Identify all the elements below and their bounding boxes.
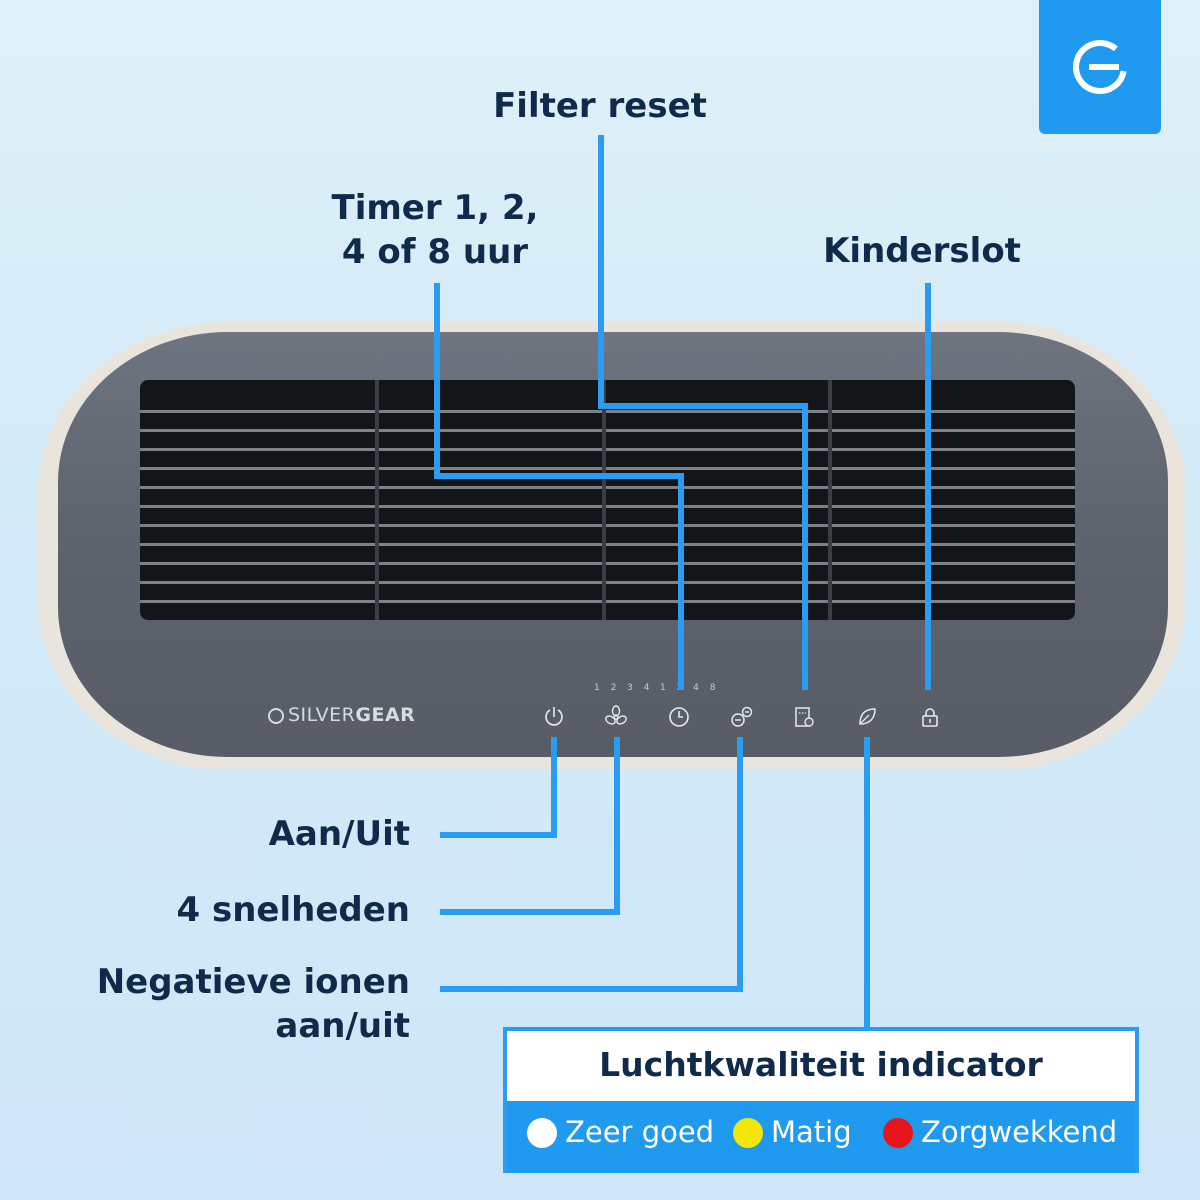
grille-slat: [140, 448, 1075, 451]
aq-level-zorgwekkend: Zorgwekkend: [883, 1115, 1117, 1149]
grille-slat: [140, 543, 1075, 546]
callout-line-snelheden: [440, 909, 620, 915]
callout-line-snelheden: [614, 737, 620, 915]
aq-level-label: Zeer goed: [565, 1115, 715, 1149]
label-snelheden: 4 snelheden: [176, 890, 410, 930]
leaf-icon: [859, 708, 876, 725]
callout-line-ionen: [440, 986, 743, 992]
filter-reset-icon[interactable]: [792, 705, 816, 729]
brand-logo: SILVERGEAR: [268, 704, 415, 726]
brand-logo-icon: [1073, 40, 1127, 94]
air-grille: [140, 380, 1075, 620]
callout-line-luchtkwaliteit: [864, 737, 870, 1029]
label-timer-line1: Timer 1, 2,: [331, 188, 539, 228]
lock-icon[interactable]: [918, 705, 942, 729]
aq-level-label: Zorgwekkend: [921, 1115, 1118, 1149]
grille-rib: [828, 380, 832, 620]
callout-line-timer: [434, 283, 440, 479]
yellow-dot-icon: [733, 1118, 763, 1148]
callout-line-filter-reset: [802, 403, 808, 690]
power-icon[interactable]: [542, 705, 566, 729]
red-dot-icon: [883, 1118, 913, 1148]
timer-clock-icon[interactable]: [667, 705, 691, 729]
grille-rib: [602, 380, 606, 620]
grille-slat: [140, 486, 1075, 489]
label-aan-uit: Aan/Uit: [268, 814, 410, 854]
grille-slat: [140, 562, 1075, 565]
grille-slat: [140, 524, 1075, 527]
grille-slat: [140, 600, 1075, 603]
label-ionen-line1: Negatieve ionen: [96, 962, 410, 1002]
air-quality-legend: Luchtkwaliteit indicator Zeer goed Matig…: [503, 1027, 1139, 1173]
speed-indicator-dots: 1 2 3 4: [594, 683, 654, 693]
callout-line-ionen: [737, 737, 743, 992]
callout-line-kinderslot: [925, 283, 931, 690]
label-timer-line2: 4 of 8 uur: [341, 232, 529, 272]
callout-line-filter-reset: [598, 135, 604, 408]
brand-logo-badge: [1039, 0, 1161, 134]
callout-line-filter-reset: [598, 403, 808, 409]
label-ionen-line2: aan/uit: [275, 1006, 410, 1046]
brand-mark-icon: [268, 708, 284, 724]
aq-level-matig: Matig: [733, 1115, 852, 1149]
aq-level-zeer-goed: Zeer goed: [527, 1115, 714, 1149]
air-quality-levels: Zeer goed Matig Zorgwekkend: [507, 1101, 1135, 1173]
callout-line-aan-uit: [551, 737, 557, 838]
brand-prefix: SILVER: [288, 704, 356, 726]
callout-line-timer: [434, 473, 684, 479]
callout-line-timer: [678, 473, 684, 690]
ionizer-icon[interactable]: [730, 705, 754, 729]
grille-rib: [375, 380, 379, 620]
white-dot-icon: [527, 1118, 557, 1148]
grille-slat: [140, 467, 1075, 470]
fan-speed-icon[interactable]: [604, 705, 628, 729]
label-filter-reset: Filter reset: [493, 86, 707, 126]
grille-slat: [140, 410, 1075, 413]
grille-slat: [140, 505, 1075, 508]
timer-indicator-dots: 1 2 4 8: [660, 683, 720, 693]
grille-slat: [140, 429, 1075, 432]
label-kinderslot: Kinderslot: [823, 231, 1021, 271]
brand-suffix: GEAR: [355, 704, 416, 726]
air-quality-title: Luchtkwaliteit indicator: [599, 1045, 1043, 1084]
aq-level-label: Matig: [771, 1115, 852, 1149]
callout-line-aan-uit: [440, 832, 557, 838]
grille-slat: [140, 581, 1075, 584]
